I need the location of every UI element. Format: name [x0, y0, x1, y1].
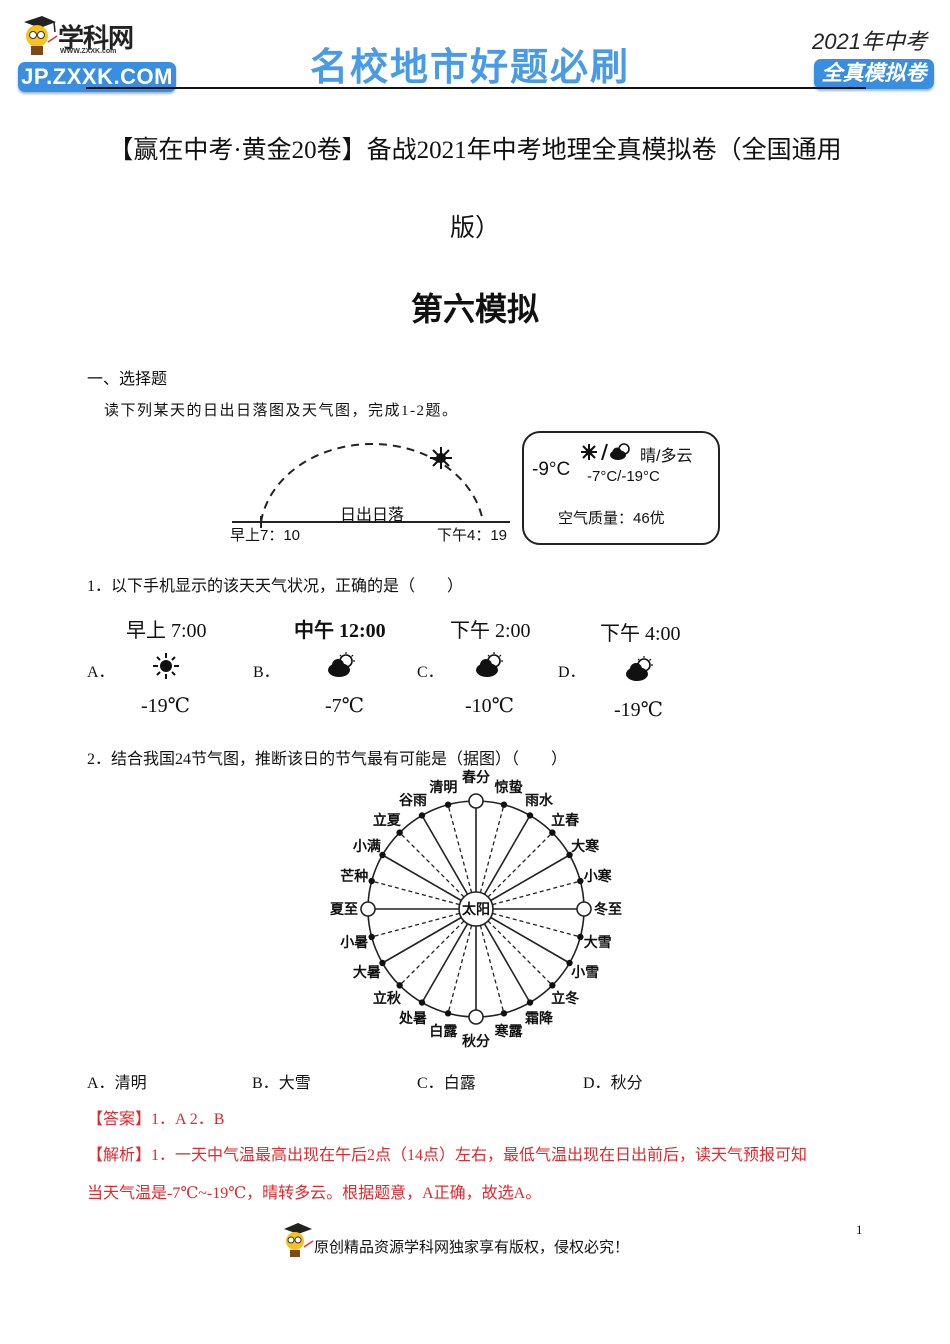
solar-term-label: 芒种 — [340, 870, 369, 886]
option-d-letter[interactable]: D． — [558, 664, 586, 681]
option-b[interactable]: B．大雪 — [252, 1069, 311, 1093]
option-d[interactable]: D．秋分 — [583, 1069, 643, 1093]
solar-term-label: 冬至 — [594, 903, 622, 918]
solar-term-label: 大雪 — [583, 935, 612, 951]
solar-term-label: 处暑 — [399, 1012, 427, 1028]
mascot-logo-icon — [284, 1223, 314, 1257]
analysis-line-2: 当天气温是-7℃~-19℃，晴转多云。根据题意，A正确，故选A。 — [87, 1185, 542, 1202]
question-intro: 读下列某天的日出日落图及天气图，完成1-2题。 — [104, 403, 459, 419]
solar-term-label: 立春 — [551, 813, 580, 829]
option-a-time: 早上 7:00 — [126, 620, 207, 642]
solar-term-label: 大暑 — [352, 966, 381, 981]
solar-terms-wheel — [360, 793, 592, 1025]
weather-icons — [581, 443, 630, 461]
option-b-letter[interactable]: B． — [253, 664, 280, 681]
option-c[interactable]: C．白露 — [417, 1069, 476, 1093]
current-temperature: -9°C — [532, 459, 571, 480]
page-number: 1 — [856, 1222, 863, 1237]
option-b-text: 大雪 — [278, 1075, 311, 1092]
solar-term-label: 小暑 — [340, 935, 369, 951]
sun-diagram-label: 日出日落 — [340, 507, 405, 524]
solar-term-label: 春分 — [462, 771, 490, 786]
air-quality: 空气质量：46优 — [558, 510, 665, 527]
sun-center-label: 太阳 — [462, 903, 490, 918]
question-2-text: 2．结合我国24节气图，推断该日的节气最有可能是（据图）（ ） — [87, 751, 568, 768]
solar-term-label: 惊蛰 — [494, 781, 523, 797]
option-b-time: 中午 12:00 — [294, 620, 386, 642]
analysis-line-1: 【解析】1．一天中气温最高出现在午后2点（14点）左右，最低气温出现在日出前后，… — [87, 1141, 807, 1165]
solar-term-label: 立冬 — [551, 992, 580, 1008]
header-year-label: 2021年中考 — [812, 29, 927, 54]
option-c-letter[interactable]: C． — [417, 664, 444, 681]
option-a-letter[interactable]: A． — [87, 664, 115, 681]
option-c-text: 白露 — [443, 1075, 476, 1092]
solar-term-label: 寒露 — [494, 1024, 523, 1040]
solar-term-label: 立秋 — [372, 992, 401, 1008]
cloud-sun-icon — [610, 443, 630, 460]
sun-icon — [430, 447, 452, 469]
sunrise-time: 早上7：10 — [230, 527, 301, 544]
solar-term-label: 大寒 — [571, 840, 600, 855]
option-b-letter: B． — [252, 1075, 279, 1092]
analysis-text-1: 1．一天中气温最高出现在午后2点（14点）左右，最低气温出现在日出前后，读天气预… — [151, 1147, 808, 1164]
weather-card: -9°C 晴/多云 -7°C/-19°C 空气质量：46优 — [522, 431, 720, 545]
sun-icon — [153, 653, 179, 679]
document-title: 【赢在中考·黄金20卷】备战2021年中考地理全真模拟卷（全国通用 — [108, 137, 842, 164]
option-c-letter: C． — [417, 1075, 444, 1092]
solar-term-label: 小满 — [352, 840, 381, 855]
solar-term-label: 清明 — [429, 781, 458, 797]
section-title: 第六模拟 — [410, 291, 539, 327]
solar-term-label: 立夏 — [372, 813, 401, 829]
cloud-sun-icon — [476, 652, 503, 677]
cloud-sun-icon — [626, 656, 653, 681]
sunset-time: 下午4：19 — [437, 527, 508, 544]
solar-term-label: 小雪 — [571, 966, 600, 981]
option-a-text: 清明 — [114, 1075, 147, 1092]
option-d-text: 秋分 — [610, 1075, 643, 1092]
question-1-text: 1．以下手机显示的该天天气状况，正确的是（ ） — [87, 578, 464, 595]
temperature-range: -7°C/-19°C — [587, 468, 660, 485]
weather-condition: 晴/多云 — [640, 448, 693, 465]
header-slogan: 名校地市好题必刷 — [310, 47, 631, 89]
option-c-time: 下午 2:00 — [450, 620, 531, 642]
answer: 【答案】1．A 2．B — [87, 1105, 224, 1129]
answer-text: 1．A 2．B — [151, 1111, 225, 1128]
copyright-notice: 原创精品资源学科网独家享有版权，侵权必究！ — [314, 1240, 630, 1256]
mascot-logo-icon — [24, 16, 58, 55]
option-b-temp: -7℃ — [325, 695, 365, 717]
solar-term-label: 秋分 — [462, 1035, 490, 1050]
sun-icon — [581, 444, 597, 460]
sun-path-arc — [232, 443, 510, 528]
option-d-time: 下午 4:00 — [600, 623, 681, 645]
document-title-continued: 版） — [449, 215, 500, 242]
option-d-temp: -19℃ — [614, 699, 664, 721]
logo-url-text: WWW.ZXXK.com — [60, 48, 117, 55]
solar-term-label: 夏至 — [330, 903, 358, 918]
solar-term-label: 白露 — [429, 1024, 458, 1040]
option-a[interactable]: A．清明 — [87, 1069, 147, 1093]
solar-term-label: 小寒 — [583, 870, 612, 886]
option-d-letter: D． — [583, 1075, 611, 1092]
option-c-temp: -10℃ — [465, 695, 515, 717]
exam-type-badge: 全真模拟卷 — [814, 59, 934, 89]
option-a-letter: A． — [87, 1075, 115, 1092]
solar-term-label: 雨水 — [525, 793, 553, 809]
part-heading: 一、选择题 — [87, 371, 168, 388]
solar-term-label: 谷雨 — [399, 793, 427, 809]
analysis-label: 【解析】 — [87, 1147, 152, 1164]
header-divider — [86, 87, 866, 89]
answer-label: 【答案】 — [87, 1111, 152, 1128]
solar-term-label: 霜降 — [525, 1012, 553, 1028]
logo-name: 学科网 — [58, 23, 134, 53]
option-a-temp: -19℃ — [141, 695, 191, 717]
cloud-sun-icon — [328, 652, 355, 677]
